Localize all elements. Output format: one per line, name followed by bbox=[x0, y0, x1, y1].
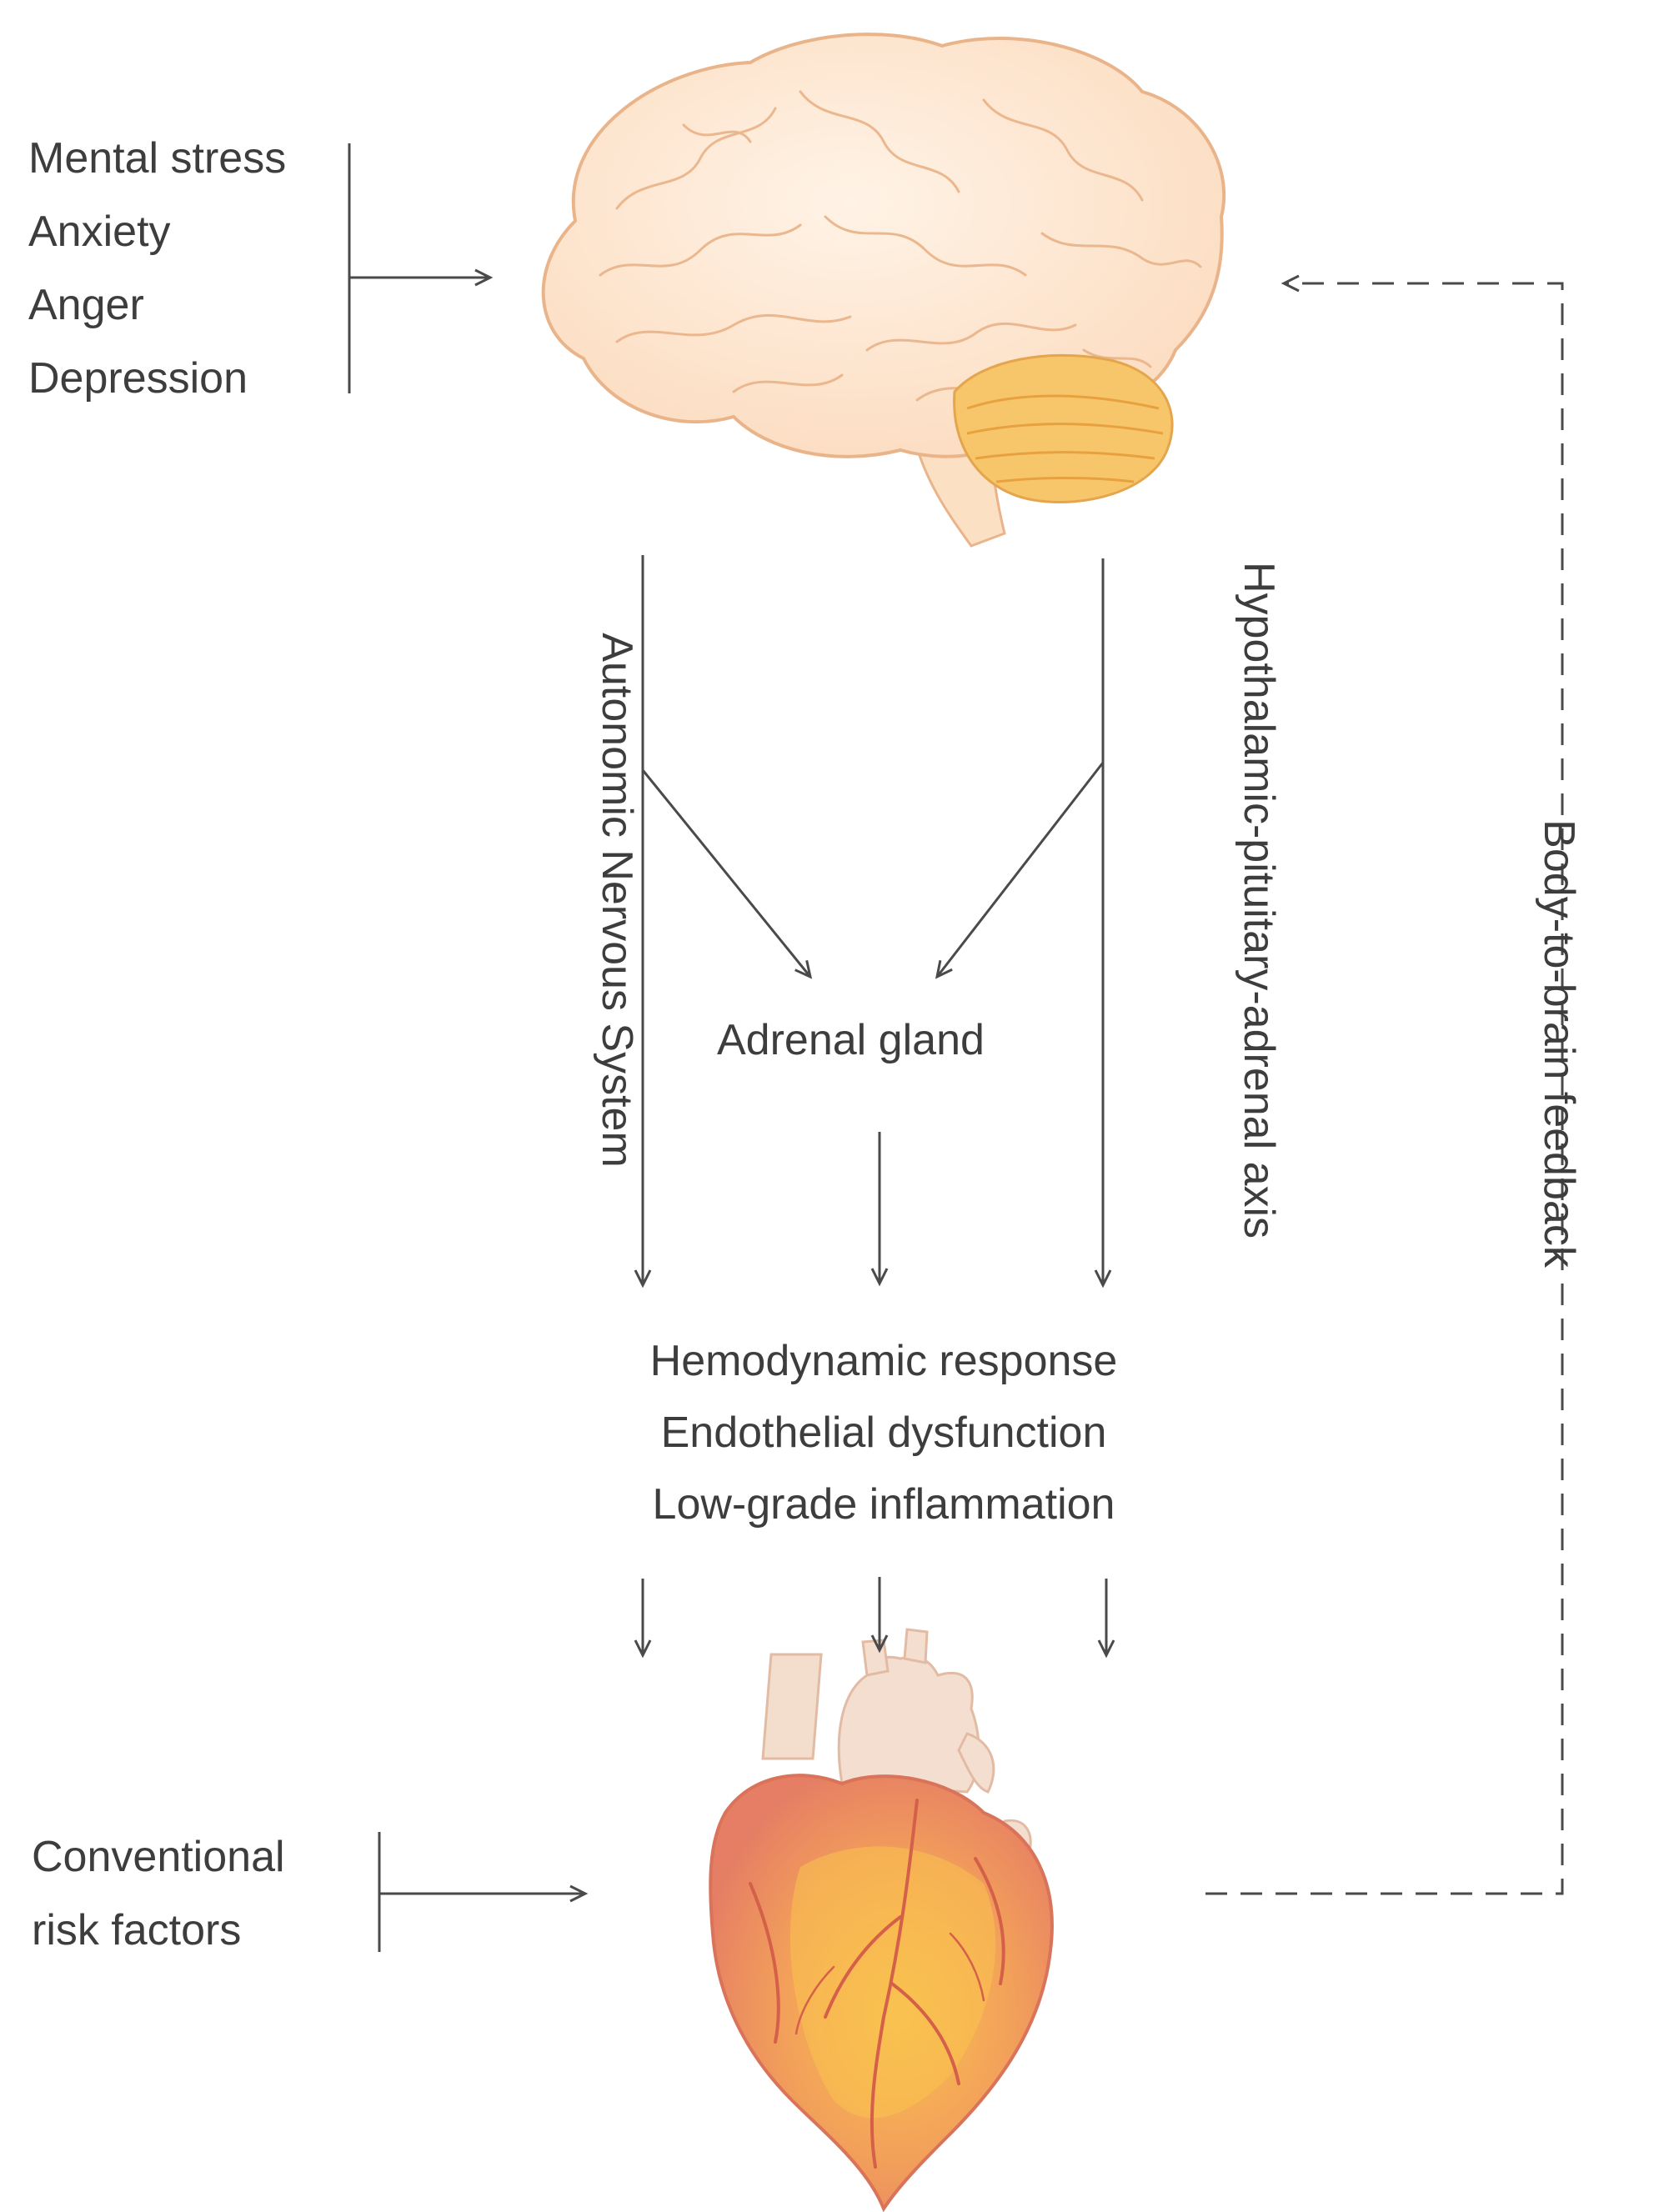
autonomic-nervous-system-label: Autonomic Nervous System bbox=[593, 633, 641, 1168]
adrenal-gland-label: Adrenal gland bbox=[717, 1016, 985, 1064]
stressor-anger: Anger bbox=[28, 281, 144, 329]
stressor-mental-stress: Mental stress bbox=[28, 134, 287, 183]
body-to-brain-feedback-label: Body-to-brain feedback bbox=[1535, 819, 1583, 1268]
stressor-list: Mental stress Anxiety Anger Depression bbox=[28, 122, 286, 415]
response-endothelial: Endothelial dysfunction bbox=[660, 1409, 1107, 1457]
ans-to-adrenal-arrow bbox=[641, 769, 813, 979]
risk-factors-label: Conventional risk factors bbox=[32, 1820, 285, 1967]
stressor-anxiety: Anxiety bbox=[28, 208, 171, 256]
response-inflammation: Low-grade inflammation bbox=[652, 1480, 1115, 1529]
risk-factors-line-2: risk factors bbox=[32, 1906, 242, 1954]
risk-factors-line-1: Conventional bbox=[32, 1833, 285, 1881]
feedback-dashed-arrow bbox=[1205, 274, 1564, 1895]
hpa-axis-label: Hypothalamic-pituitary-adrenal axis bbox=[1235, 561, 1283, 1239]
stressor-depression: Depression bbox=[28, 354, 248, 403]
hpa-to-adrenal-arrow bbox=[935, 762, 1105, 979]
brain-illustration bbox=[541, 33, 1226, 548]
response-list: Hemodynamic response Endothelial dysfunc… bbox=[584, 1325, 1184, 1540]
response-hemodynamic: Hemodynamic response bbox=[649, 1337, 1118, 1385]
heart-illustration bbox=[709, 1628, 1054, 2212]
